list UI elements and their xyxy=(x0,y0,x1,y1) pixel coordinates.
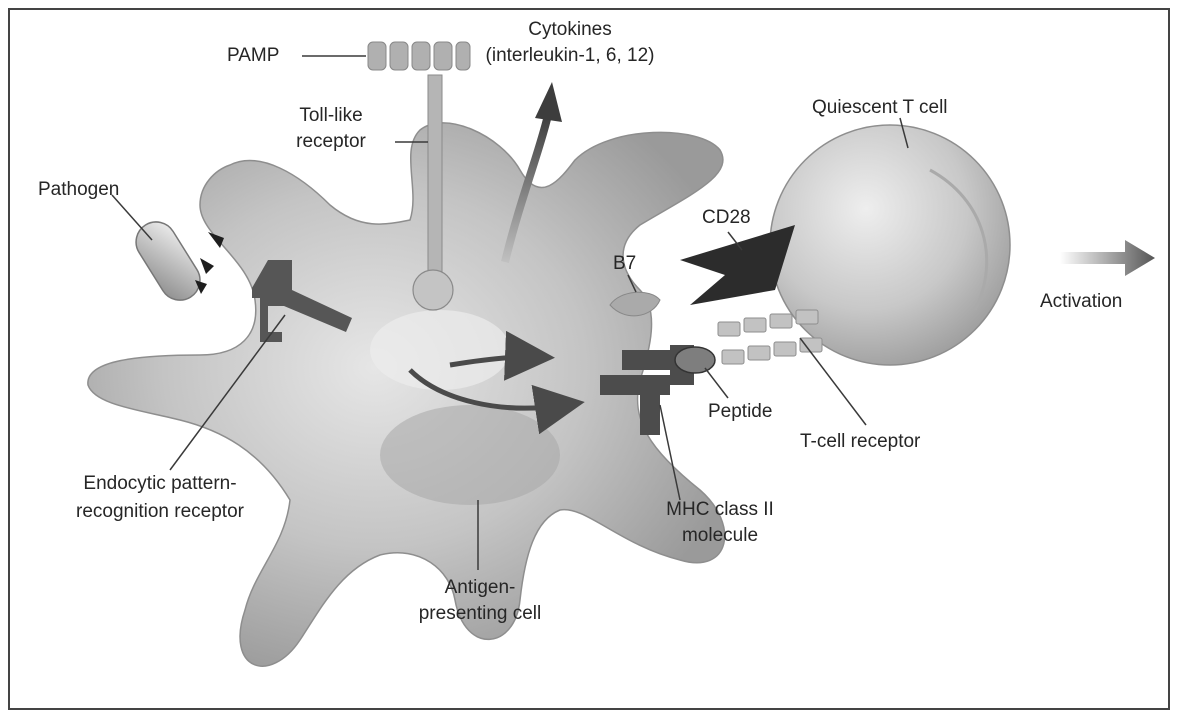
cd28-label: CD28 xyxy=(702,206,751,230)
cytokines-arrowhead-icon xyxy=(535,82,562,122)
peptide-label: Peptide xyxy=(708,400,772,424)
toll-like-receptor-label-line1: Toll-like xyxy=(276,104,386,128)
endocytic-receptor-label-line1: Endocytic pattern- xyxy=(20,472,300,496)
pathogen-bacterium xyxy=(129,214,208,307)
apc-label-line1: Antigen- xyxy=(390,576,570,600)
toll-like-receptor-stalk xyxy=(428,75,442,285)
pathogen-label: Pathogen xyxy=(38,178,119,202)
endocytic-receptor-label-line2: recognition receptor xyxy=(20,500,300,524)
toll-like-receptor-bulb xyxy=(413,270,453,310)
activation-label: Activation xyxy=(1040,290,1122,314)
b7-label: B7 xyxy=(613,252,636,276)
t-cell-receptor-label: T-cell receptor xyxy=(800,430,920,454)
t-cell-receptor-shape xyxy=(718,310,822,364)
quiescent-t-cell xyxy=(770,125,1010,365)
apc-highlight xyxy=(370,310,510,390)
apc-label-line2: presenting cell xyxy=(390,602,570,626)
mhc-class-ii-label-line1: MHC class II xyxy=(645,498,795,522)
cytokines-label-line1: Cytokines xyxy=(480,18,660,42)
cd28-molecule xyxy=(680,225,795,305)
peptide-molecule xyxy=(675,347,715,373)
apc-nucleus xyxy=(380,405,560,505)
cytokines-label-line2: (interleukin-1, 6, 12) xyxy=(455,44,685,68)
activation-arrow-icon xyxy=(1060,240,1155,276)
toll-like-receptor-label-line2: receptor xyxy=(276,130,386,154)
peptide-leader xyxy=(705,368,728,398)
pamp-label: PAMP xyxy=(227,44,279,68)
pathogen-pamp-marks xyxy=(195,232,224,294)
mhc-class-ii-label-line2: molecule xyxy=(645,524,795,548)
quiescent-t-cell-label: Quiescent T cell xyxy=(812,96,948,120)
